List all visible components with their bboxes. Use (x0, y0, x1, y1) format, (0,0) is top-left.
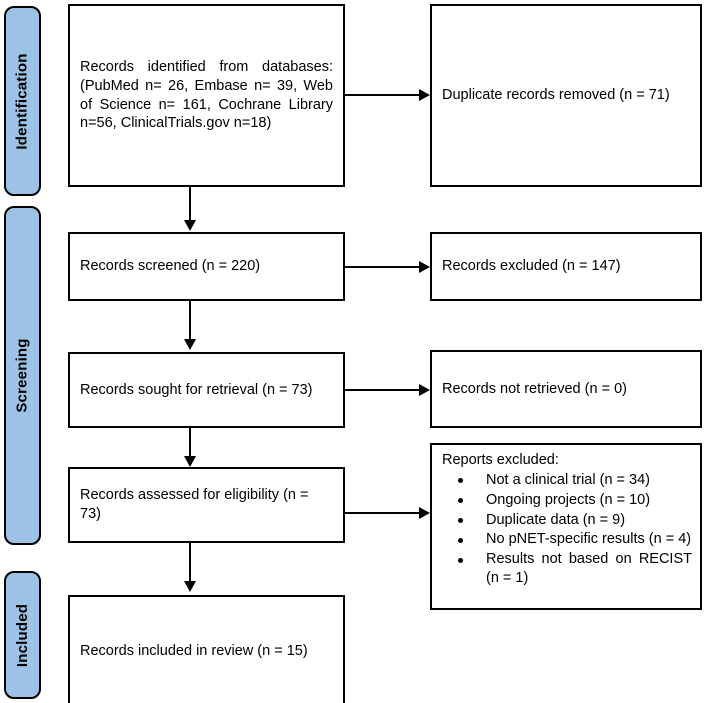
connector-screened-to-excluded (345, 266, 420, 268)
connector-identified-to-screened (189, 187, 191, 222)
bullet-icon (458, 478, 463, 484)
arrowhead-screened-to-sought (184, 339, 196, 350)
box-records-screened-text: Records screened (n = 220) (80, 258, 261, 275)
box-records-excluded: Records excluded (n = 147) (430, 232, 702, 301)
box-records-sought: Records sought for retrieval (n = 73) (68, 352, 345, 428)
bullet-icon (458, 498, 463, 504)
list-item: Results not based on RECIST (n = 1) (442, 550, 692, 588)
list-item-label: Results not based on RECIST (n = 1) (486, 551, 692, 587)
arrowhead-assessed-to-reports-excluded (419, 507, 430, 519)
box-records-included: Records included in review (n = 15) (68, 595, 345, 703)
arrowhead-identified-to-duplicates (419, 89, 430, 101)
box-records-not-retrieved-text: Records not retrieved (n = 0) (442, 380, 627, 397)
list-item-label: Duplicate data (n = 9) (486, 511, 626, 528)
box-records-assessed-text: Records assessed for eligibility (n = 73… (80, 487, 309, 522)
arrowhead-assessed-to-included (184, 581, 196, 592)
arrowhead-identified-to-screened (184, 220, 196, 231)
list-item: Duplicate data (n = 9) (442, 511, 692, 530)
connector-assessed-to-reports-excluded (345, 512, 420, 514)
arrowhead-sought-to-not-retrieved (419, 384, 430, 396)
stage-pill-included: Included (4, 571, 41, 699)
list-item: Ongoing projects (n = 10) (442, 491, 692, 510)
box-records-excluded-text: Records excluded (n = 147) (442, 258, 621, 275)
list-item-label: No pNET-specific results (n = 4) (486, 531, 692, 548)
box-duplicates-removed-text: Duplicate records removed (n = 71) (442, 87, 670, 104)
arrowhead-sought-to-assessed (184, 456, 196, 467)
box-records-assessed: Records assessed for eligibility (n = 73… (68, 467, 345, 543)
stage-label-included: Included (14, 603, 31, 667)
connector-sought-to-not-retrieved (345, 389, 420, 391)
box-records-not-retrieved: Records not retrieved (n = 0) (430, 350, 702, 428)
connector-sought-to-assessed (189, 428, 191, 459)
reports-excluded-title: Reports excluded: (442, 452, 559, 468)
bullet-icon (458, 537, 463, 543)
box-records-identified: Records identified from databases: (PubM… (68, 4, 345, 187)
list-item-label: Ongoing projects (n = 10) (486, 491, 651, 508)
arrowhead-screened-to-excluded (419, 261, 430, 273)
list-item: No pNET-specific results (n = 4) (442, 530, 692, 549)
box-reports-excluded-content: Reports excluded: Not a clinical trial (… (432, 445, 700, 589)
box-records-included-text: Records included in review (n = 15) (80, 642, 308, 659)
box-reports-excluded: Reports excluded: Not a clinical trial (… (430, 443, 702, 610)
connector-screened-to-sought (189, 301, 191, 341)
bullet-icon (458, 557, 463, 563)
box-records-sought-text: Records sought for retrieval (n = 73) (80, 381, 313, 398)
box-duplicates-removed: Duplicate records removed (n = 71) (430, 4, 702, 187)
list-item: Not a clinical trial (n = 34) (442, 471, 692, 490)
bullet-icon (458, 518, 463, 524)
list-item-label: Not a clinical trial (n = 34) (486, 471, 650, 488)
box-records-identified-text: Records identified from databases: (PubM… (80, 58, 333, 132)
stage-label-screening: Screening (14, 338, 32, 413)
box-records-screened: Records screened (n = 220) (68, 232, 345, 301)
reports-excluded-list: Not a clinical trial (n = 34) Ongoing pr… (442, 471, 692, 588)
stage-pill-identification: Identification (4, 6, 41, 196)
stage-label-identification: Identification (14, 52, 32, 150)
stage-pill-screening: Screening (4, 206, 41, 545)
connector-identified-to-duplicates (345, 94, 420, 96)
connector-assessed-to-included (189, 543, 191, 583)
